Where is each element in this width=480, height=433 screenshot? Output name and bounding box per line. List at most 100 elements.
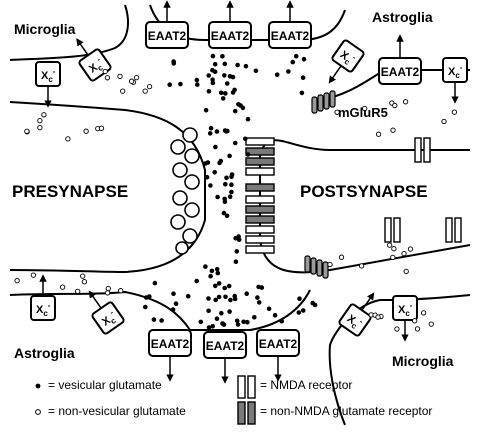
vesicular-glutamate-dot xyxy=(206,325,212,330)
synaptic-vesicles xyxy=(170,127,200,255)
non-vesicular-glutamate-dot xyxy=(104,75,111,81)
vesicular-glutamate-dot xyxy=(222,285,227,291)
vesicular-glutamate-dot xyxy=(274,72,280,77)
xc-top-right-1: Xc- xyxy=(328,39,365,84)
vesicular-glutamate-dot xyxy=(229,189,234,195)
vesicular-glutamate-dot xyxy=(220,54,225,59)
vesicular-glutamate-dot xyxy=(170,307,176,312)
vesicular-glutamate-dot xyxy=(206,308,211,314)
legend-non-nmda-swatch xyxy=(237,401,246,425)
svg-text:Xc-: Xc- xyxy=(98,308,120,330)
vesicular-glutamate-dot xyxy=(290,59,296,65)
vesicular-glutamate-dot xyxy=(194,77,200,83)
vesicular-glutamate-dot xyxy=(221,322,227,327)
vesicular-glutamate-dot xyxy=(230,90,236,95)
vesicular-glutamate-dot xyxy=(233,259,239,265)
vesicular-glutamate-dot xyxy=(241,319,246,325)
label-astroglia-top: Astroglia xyxy=(372,9,433,25)
vesicular-glutamate-dot xyxy=(213,144,218,150)
vesicular-glutamate-dot xyxy=(245,319,250,325)
mglur5-receptor-lower xyxy=(304,255,329,279)
label-presynapse: PRESYNAPSE xyxy=(12,182,128,201)
eaat2-top-2: EAAT2 xyxy=(208,0,252,49)
vesicular-glutamate-dot xyxy=(266,306,272,312)
vesicular-glutamate-dot xyxy=(229,172,235,177)
vesicular-glutamate-dot xyxy=(218,90,224,96)
legend-vesicular-text: = vesicular glutamate xyxy=(48,378,162,392)
vesicular-glutamate-dot xyxy=(232,140,238,146)
vesicular-glutamate-dot xyxy=(223,181,228,187)
eaat2-bottom-2: EAAT2 xyxy=(203,331,247,384)
non-vesicular-glutamate-dot xyxy=(75,288,81,295)
vesicular-glutamate-dot xyxy=(194,278,199,284)
vesicular-glutamate-dot xyxy=(209,268,215,274)
svg-text:Xc-: Xc- xyxy=(36,301,51,318)
astroglia-bottom-membrane xyxy=(9,289,311,331)
non-vesicular-glutamate-dots xyxy=(14,68,458,332)
non-vesicular-glutamate-dot xyxy=(412,318,418,324)
postsynaptic-receptors xyxy=(245,137,275,254)
non-vesicular-glutamate-dot xyxy=(102,68,108,75)
svg-text:EAAT2: EAAT2 xyxy=(271,29,310,43)
vesicular-glutamate-dot xyxy=(232,108,238,114)
vesicular-glutamate-dot xyxy=(224,213,230,219)
non-vesicular-glutamate-dot xyxy=(390,254,396,261)
vesicular-glutamate-dot xyxy=(213,283,218,289)
non-vesicular-glutamate-dot xyxy=(80,273,86,279)
vesicular-glutamate-dot xyxy=(210,80,216,86)
non-vesicular-glutamate-dot xyxy=(392,102,398,109)
vesicular-glutamate-dot xyxy=(230,74,236,80)
vesicular-glutamate-dot xyxy=(206,89,212,94)
vesicular-glutamate-dot xyxy=(300,308,306,313)
vesicular-glutamate-dot xyxy=(235,322,241,327)
vesicular-glutamate-dot xyxy=(206,73,211,78)
legend-non-vesicular-text: = non-vesicular glutamate xyxy=(48,404,186,418)
vesicular-glutamate-dot xyxy=(256,300,262,305)
vesicular-glutamate-dot xyxy=(221,210,227,216)
non-vesicular-glutamate-dot xyxy=(14,277,20,284)
vesicular-glutamate-dot xyxy=(178,81,183,87)
vesicular-glutamate-dot xyxy=(212,62,218,67)
vesicular-glutamate-dot xyxy=(208,273,213,279)
non-vesicular-glutamate-dot xyxy=(362,105,368,112)
postsynapse-membrane xyxy=(259,139,471,274)
vesicular-glutamate-dot xyxy=(208,183,213,188)
non-vesicular-glutamate-dot xyxy=(338,254,345,260)
vesicular-glutamate-dot xyxy=(238,103,243,108)
microglia-top-membrane xyxy=(9,4,129,61)
non-nmda-receptor xyxy=(245,147,275,224)
non-vesicular-glutamate-dot xyxy=(375,131,382,137)
xc-bottom-left-1: Xc- xyxy=(30,274,56,321)
non-vesicular-glutamate-dot xyxy=(401,250,407,257)
legend-nonvesicular-dot xyxy=(35,409,41,415)
vesicular-glutamate-dot xyxy=(300,75,306,80)
svg-text:EAAT2: EAAT2 xyxy=(148,29,187,43)
xc-bottom-right-1: Xc- xyxy=(338,292,375,337)
vesicular-glutamate-dot xyxy=(229,182,234,187)
svg-text:EAAT2: EAAT2 xyxy=(151,337,190,351)
svg-text:Xc-: Xc- xyxy=(41,67,56,84)
vesicular-glutamate-dot xyxy=(243,63,249,69)
vesicular-glutamate-dot xyxy=(173,301,179,307)
vesicular-glutamate-dot xyxy=(216,281,222,286)
xc-top-left-2: Xc- xyxy=(76,38,112,82)
vesicular-glutamate-dot xyxy=(222,73,227,78)
vesicular-glutamate-dot xyxy=(228,297,233,303)
vesicular-glutamate-dot xyxy=(208,125,214,131)
non-vesicular-glutamate-dot xyxy=(37,117,43,124)
label-microglia-top: Microglia xyxy=(14,21,76,37)
vesicular-glutamate-dot xyxy=(222,196,227,202)
vesicular-glutamate-dot xyxy=(151,317,157,322)
vesicular-glutamate-dot xyxy=(235,62,240,68)
non-vesicular-glutamate-dot xyxy=(391,246,397,252)
vesicular-glutamate-dot xyxy=(219,310,224,316)
non-vesicular-glutamate-dot xyxy=(386,242,393,248)
vesicular-glutamate-dot xyxy=(152,280,158,286)
non-vesicular-glutamate-dot xyxy=(98,125,105,131)
vesicular-glutamate-dot xyxy=(144,295,149,300)
non-vesicular-glutamate-dot xyxy=(403,268,409,275)
vesicular-glutamate-dot xyxy=(223,129,229,134)
non-vesicular-glutamate-dot xyxy=(334,109,340,115)
svg-text:Xc-: Xc- xyxy=(85,55,107,77)
